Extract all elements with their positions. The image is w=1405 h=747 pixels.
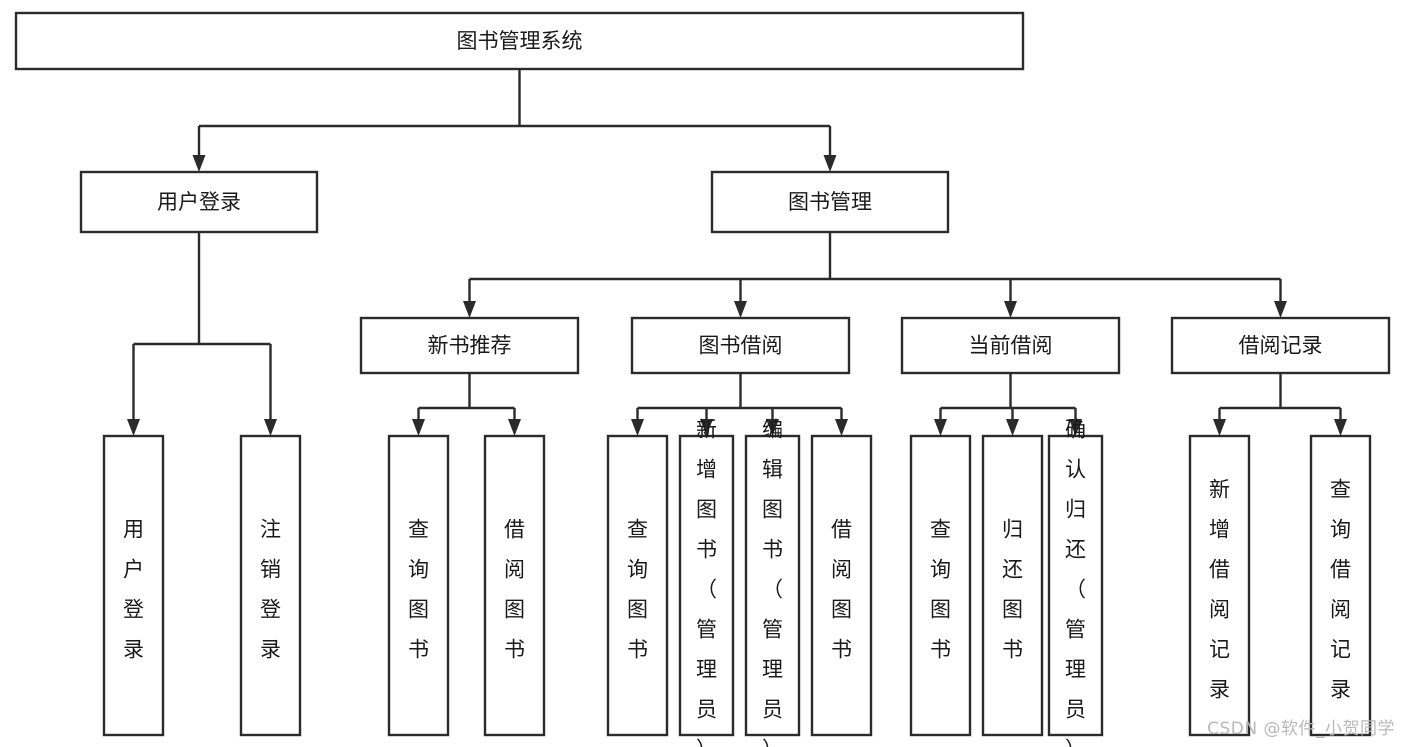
node-label: 归还图书 xyxy=(1002,518,1023,662)
node-label: 查询图书 xyxy=(627,518,648,662)
edge-arrowhead xyxy=(631,419,644,436)
edge-arrowhead xyxy=(463,301,476,318)
edge-arrowhead xyxy=(1334,419,1347,436)
node-box xyxy=(744,434,801,737)
edge-arrowhead xyxy=(700,419,713,436)
node-box xyxy=(1170,316,1391,375)
node-box xyxy=(678,434,735,737)
node-box xyxy=(102,434,165,737)
node-layer: 图书管理系统用户登录图书管理新书推荐图书借阅当前借阅借阅记录用户登录注销登录查询… xyxy=(14,11,1391,747)
edge-arrowhead xyxy=(823,155,837,172)
edge-arrowhead xyxy=(835,419,848,436)
node-leaf_9[interactable]: 归还图书 xyxy=(981,434,1044,737)
node-label: 查询图书 xyxy=(930,518,951,662)
node-leaf_8[interactable]: 查询图书 xyxy=(909,434,972,737)
node-box xyxy=(810,434,873,737)
node-label: 注销登录 xyxy=(260,518,281,662)
node-label: 确认归还（管理员） xyxy=(1065,418,1086,747)
node-box xyxy=(387,434,450,737)
node-box xyxy=(710,170,950,234)
node-leaf_3[interactable]: 借阅图书 xyxy=(483,434,546,737)
node-label: 当前借阅 xyxy=(969,334,1053,358)
node-box xyxy=(1188,434,1251,737)
node-label: 图书管理 xyxy=(788,190,872,214)
node-root[interactable]: 图书管理系统 xyxy=(14,11,1025,71)
node-box xyxy=(606,434,669,737)
node-label: 用户登录 xyxy=(157,190,241,214)
node-label: 新增图书（管理员） xyxy=(696,418,717,747)
edge-arrowhead xyxy=(264,419,277,436)
node-box xyxy=(79,170,319,234)
node-box xyxy=(14,11,1025,71)
node-label: 查询借阅记录 xyxy=(1330,478,1351,702)
edge-arrowhead xyxy=(508,419,521,436)
edge-layer xyxy=(127,69,1347,436)
node-leaf_2[interactable]: 查询图书 xyxy=(387,434,450,737)
node-label: 借阅记录 xyxy=(1239,334,1323,358)
node-box xyxy=(359,316,580,375)
node-leaf_7[interactable]: 借阅图书 xyxy=(810,434,873,737)
edge-arrowhead xyxy=(734,301,747,318)
node-label: 编辑图书（管理员） xyxy=(762,418,783,747)
edge-arrowhead xyxy=(1006,419,1019,436)
node-box xyxy=(1309,434,1372,737)
node-label: 新增借阅记录 xyxy=(1209,478,1230,702)
watermark-label: CSDN @软件_小贺同学 xyxy=(1207,719,1395,739)
node-leaf_4[interactable]: 查询图书 xyxy=(606,434,669,737)
node-label: 借阅图书 xyxy=(504,518,525,662)
node-label: 查询图书 xyxy=(408,518,429,662)
edge-arrowhead xyxy=(1274,301,1287,318)
node-l2_2[interactable]: 当前借阅 xyxy=(900,316,1121,375)
node-label: 新书推荐 xyxy=(428,334,512,358)
node-leaf_10[interactable]: 确认归还（管理员） xyxy=(1047,418,1104,747)
node-box xyxy=(909,434,972,737)
node-l2_1[interactable]: 图书借阅 xyxy=(630,316,851,375)
node-label: 用户登录 xyxy=(123,518,144,662)
node-box xyxy=(483,434,546,737)
edge-arrowhead xyxy=(766,419,779,436)
node-leaf_0[interactable]: 用户登录 xyxy=(102,434,165,737)
node-box xyxy=(900,316,1121,375)
node-box xyxy=(1047,434,1104,737)
edge-arrowhead xyxy=(1069,419,1082,436)
node-leaf_6[interactable]: 编辑图书（管理员） xyxy=(744,418,801,747)
edge-arrowhead xyxy=(127,419,140,436)
node-box xyxy=(630,316,851,375)
edge-arrowhead xyxy=(1004,301,1017,318)
edge-arrowhead xyxy=(412,419,425,436)
edge-arrowhead xyxy=(934,419,947,436)
node-label: 图书借阅 xyxy=(699,334,783,358)
node-box xyxy=(981,434,1044,737)
edge-arrowhead xyxy=(1213,419,1226,436)
node-leaf_12[interactable]: 查询借阅记录 xyxy=(1309,434,1372,737)
node-l2_3[interactable]: 借阅记录 xyxy=(1170,316,1391,375)
node-leaf_5[interactable]: 新增图书（管理员） xyxy=(678,418,735,747)
node-l2_0[interactable]: 新书推荐 xyxy=(359,316,580,375)
edge-arrowhead xyxy=(192,155,206,172)
node-leaf_1[interactable]: 注销登录 xyxy=(239,434,302,737)
node-label: 借阅图书 xyxy=(831,518,852,662)
node-l1_0[interactable]: 用户登录 xyxy=(79,170,319,234)
node-box xyxy=(239,434,302,737)
node-label: 图书管理系统 xyxy=(457,29,583,53)
node-l1_1[interactable]: 图书管理 xyxy=(710,170,950,234)
node-leaf_11[interactable]: 新增借阅记录 xyxy=(1188,434,1251,737)
